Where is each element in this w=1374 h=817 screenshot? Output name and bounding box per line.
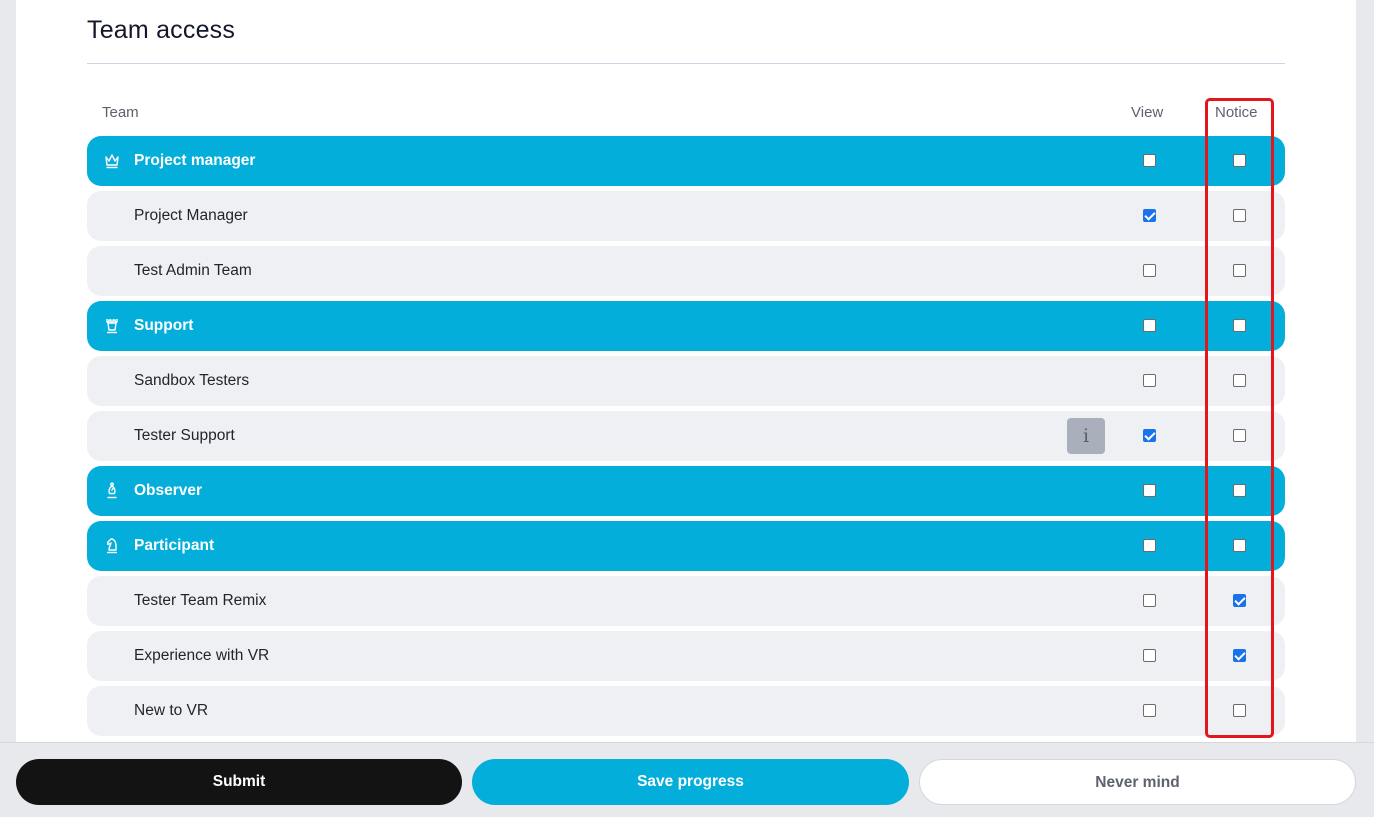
team-row: Experience with VR (87, 631, 1285, 681)
view-checkbox[interactable] (1143, 319, 1156, 332)
team-label: Experience with VR (134, 647, 270, 664)
view-checkbox[interactable] (1143, 264, 1156, 277)
view-checkbox[interactable] (1143, 429, 1156, 442)
column-header-team: Team (102, 104, 139, 121)
team-access-card: Team access Team View Notice Project man… (16, 0, 1356, 816)
bishop-icon (104, 482, 120, 500)
team-label: Tester Support (134, 427, 235, 444)
rook-icon (104, 317, 120, 335)
team-group-label: Support (134, 317, 194, 334)
team-label: Tester Team Remix (134, 592, 267, 609)
action-bar: Submit Save progress Never mind (0, 742, 1374, 817)
team-group-label: Project manager (134, 152, 256, 169)
save-progress-button[interactable]: Save progress (472, 759, 909, 805)
notice-checkbox[interactable] (1233, 539, 1246, 552)
team-label: Test Admin Team (134, 262, 252, 279)
notice-checkbox[interactable] (1233, 264, 1246, 277)
notice-checkbox[interactable] (1233, 594, 1246, 607)
notice-checkbox[interactable] (1233, 704, 1246, 717)
view-checkbox[interactable] (1143, 649, 1156, 662)
team-group-row: Support (87, 301, 1285, 351)
team-group-row: Project manager (87, 136, 1285, 186)
notice-checkbox[interactable] (1233, 484, 1246, 497)
view-checkbox[interactable] (1143, 374, 1156, 387)
column-header-view: View (1131, 104, 1164, 121)
view-checkbox[interactable] (1143, 209, 1156, 222)
team-row: New to VR (87, 686, 1285, 736)
notice-checkbox[interactable] (1233, 154, 1246, 167)
team-row: Tester Team Remix (87, 576, 1285, 626)
notice-checkbox[interactable] (1233, 319, 1246, 332)
never-mind-button[interactable]: Never mind (919, 759, 1356, 805)
team-label: Sandbox Testers (134, 372, 250, 389)
section-title: Team access (87, 16, 236, 44)
team-group-label: Observer (134, 482, 203, 499)
team-group-label: Participant (134, 537, 215, 554)
team-label: New to VR (134, 702, 209, 719)
title-divider (87, 63, 1285, 64)
team-row: Tester Support i (87, 411, 1285, 461)
team-group-row: Observer (87, 466, 1285, 516)
view-checkbox[interactable] (1143, 539, 1156, 552)
notice-checkbox[interactable] (1233, 649, 1246, 662)
knight-icon (104, 537, 120, 555)
team-row: Test Admin Team (87, 246, 1285, 296)
view-checkbox[interactable] (1143, 154, 1156, 167)
team-row: Project Manager (87, 191, 1285, 241)
info-icon[interactable]: i (1067, 418, 1105, 454)
team-label: Project Manager (134, 207, 248, 224)
notice-column-highlight (1205, 98, 1274, 738)
team-row: Sandbox Testers (87, 356, 1285, 406)
view-checkbox[interactable] (1143, 704, 1156, 717)
view-checkbox[interactable] (1143, 484, 1156, 497)
notice-checkbox[interactable] (1233, 429, 1246, 442)
view-checkbox[interactable] (1143, 594, 1156, 607)
notice-checkbox[interactable] (1233, 209, 1246, 222)
team-group-row: Participant (87, 521, 1285, 571)
column-header-notice: Notice (1215, 104, 1258, 121)
crown-icon (104, 152, 120, 170)
submit-button[interactable]: Submit (16, 759, 462, 805)
notice-checkbox[interactable] (1233, 374, 1246, 387)
